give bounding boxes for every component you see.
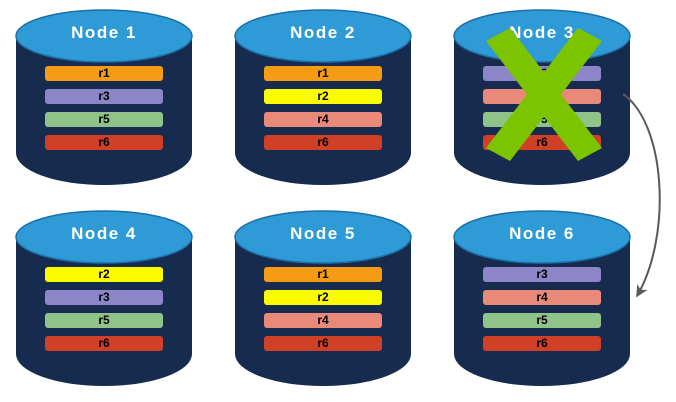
- replica-row-list: r1 r2 r4 r6: [264, 66, 382, 150]
- replica-row-r2[interactable]: r2: [45, 267, 163, 282]
- replica-row-r2[interactable]: r2: [264, 290, 382, 305]
- replica-row-r4[interactable]: r4: [483, 290, 601, 305]
- replica-row-r3[interactable]: r3: [45, 89, 163, 104]
- replica-row-r1[interactable]: r1: [264, 267, 382, 282]
- replica-row-r6[interactable]: r6: [45, 336, 163, 351]
- replica-row-r6[interactable]: r6: [45, 135, 163, 150]
- replica-row-r5[interactable]: r5: [483, 112, 601, 127]
- replica-row-r6[interactable]: r6: [483, 336, 601, 351]
- replica-row-r1[interactable]: r1: [264, 66, 382, 81]
- replica-row-list: r3 r4 r5 r6: [483, 267, 601, 351]
- replica-row-r6[interactable]: r6: [483, 135, 601, 150]
- replica-row-list: r3 r4 r5 r6: [483, 66, 601, 150]
- replica-row-r6[interactable]: r6: [264, 135, 382, 150]
- replica-row-list: r1 r2 r4 r6: [264, 267, 382, 351]
- replica-row-r3[interactable]: r3: [45, 290, 163, 305]
- replica-row-r4[interactable]: r4: [264, 112, 382, 127]
- replica-row-r5[interactable]: r5: [483, 313, 601, 328]
- replica-row-r1[interactable]: r1: [45, 66, 163, 81]
- replica-row-r4[interactable]: r4: [483, 89, 601, 104]
- replica-row-r6[interactable]: r6: [264, 336, 382, 351]
- replica-row-list: r2 r3 r5 r6: [45, 267, 163, 351]
- replica-row-list: r1 r3 r5 r6: [45, 66, 163, 150]
- replica-row-r3[interactable]: r3: [483, 267, 601, 282]
- replica-row-r4[interactable]: r4: [264, 313, 382, 328]
- replica-row-r5[interactable]: r5: [45, 112, 163, 127]
- replica-row-r3[interactable]: r3: [483, 66, 601, 81]
- replica-row-r2[interactable]: r2: [264, 89, 382, 104]
- replica-row-r5[interactable]: r5: [45, 313, 163, 328]
